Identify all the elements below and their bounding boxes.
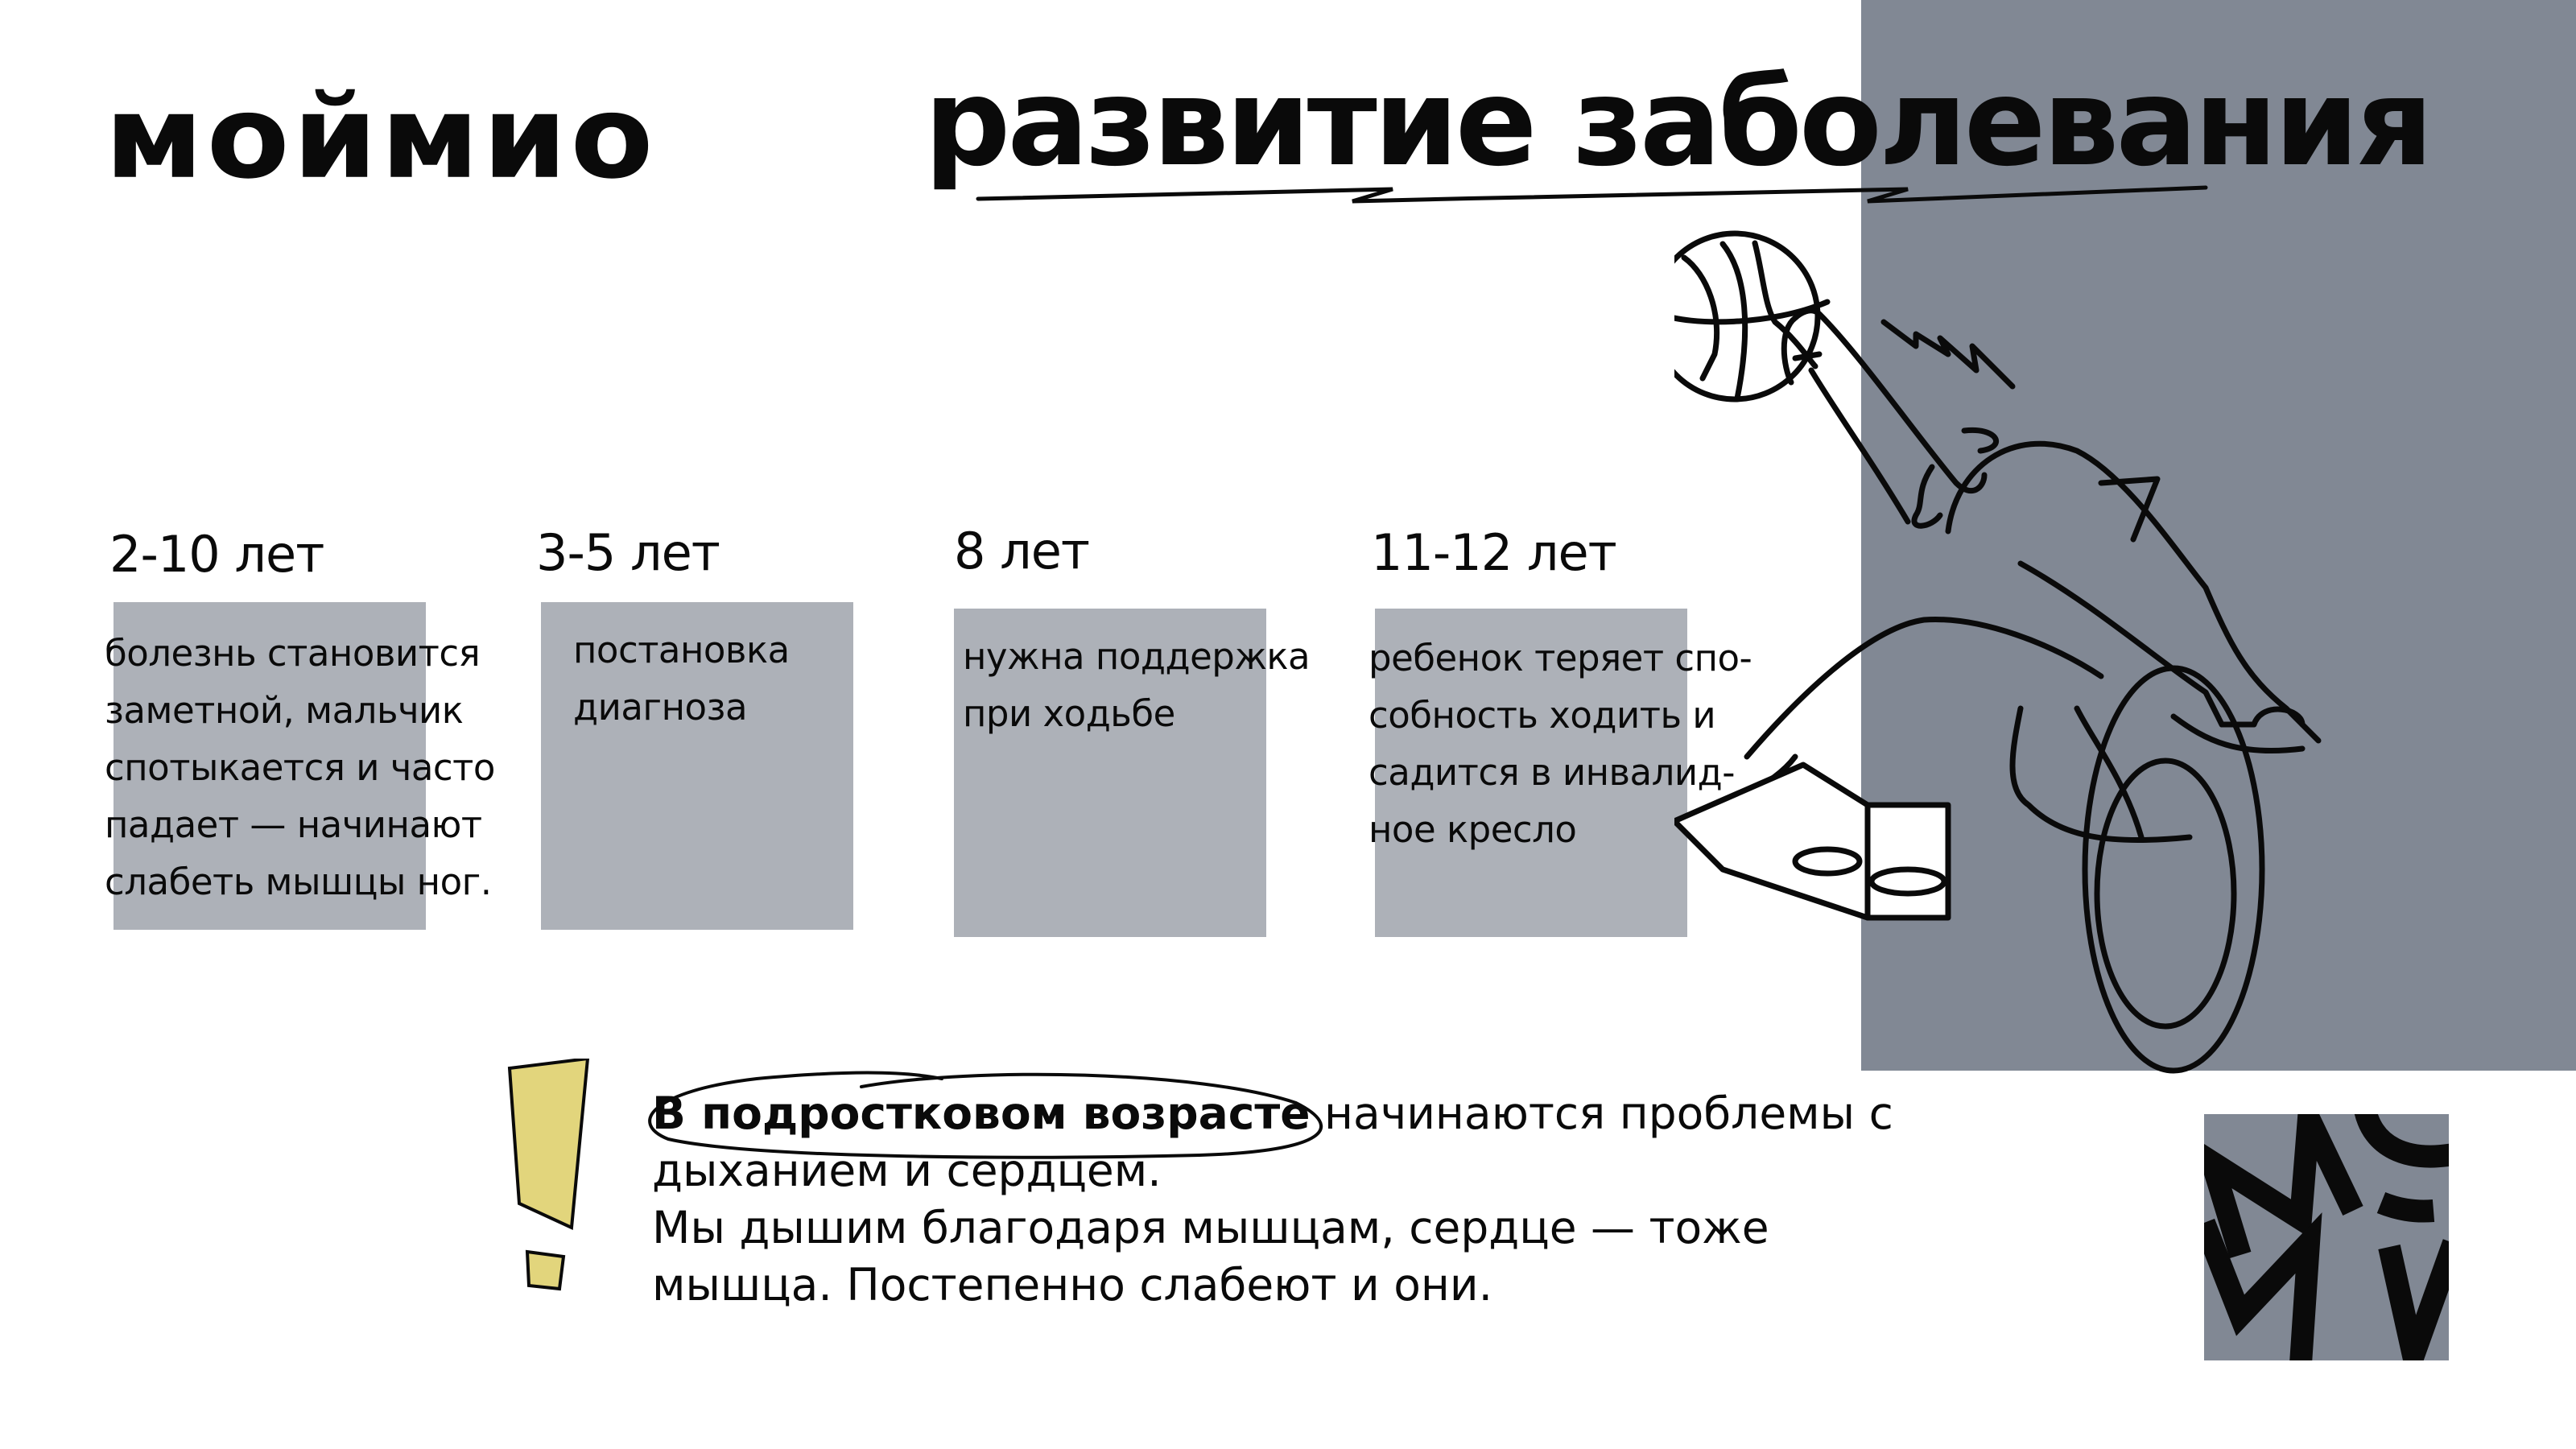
corner-monogram-logo (2204, 1114, 2449, 1360)
note-line-1: В подростковом возрасте начинаются пробл… (652, 1085, 2021, 1142)
timeline-desc-4: ребенок теряет спо- собность ходить и са… (1368, 637, 1752, 851)
timeline-age-2: 3-5 лет (536, 523, 720, 582)
exclamation-icon (507, 1059, 590, 1291)
page-title: развитие заболевания (924, 53, 2434, 193)
note-line-3: Мы дышим благодаря мышцам, сердце — тоже (652, 1202, 1769, 1253)
timeline-age-3: 8 лет (954, 522, 1090, 580)
highlight-circle-scribble (648, 1071, 1323, 1159)
timeline-desc-3: нужна поддержка при ходьбе (963, 635, 1311, 735)
timeline-box-1 (114, 602, 426, 930)
brand-logo: моймио (105, 71, 657, 204)
timeline-box-4 (1375, 609, 1687, 937)
note-paragraph: В подростковом возрасте начинаются пробл… (652, 1085, 2021, 1314)
mymio-monogram-icon (2204, 1114, 2449, 1360)
timeline-age-4: 11-12 лет (1371, 523, 1617, 582)
timeline-box-2 (541, 602, 853, 930)
note-line-4: мышца. Постепенно слабеют и они. (652, 1259, 1493, 1311)
timeline-desc-1: болезнь становится заметной, мальчик спо… (105, 632, 495, 903)
timeline-box-3 (954, 609, 1266, 937)
timeline-age-1: 2-10 лет (109, 525, 324, 584)
note-line-2: дыханием и сердцем. (652, 1145, 1162, 1196)
wheel-icon (2082, 665, 2265, 1074)
wheelchair-basketball-illustration (1674, 230, 2322, 1074)
gray-background-panel (1861, 0, 2576, 1071)
note-line-1-rest: начинаются проблемы с (1310, 1088, 1893, 1139)
title-underline-scribble (976, 185, 2208, 204)
timeline-desc-2: постановка диагноза (573, 629, 790, 729)
note-highlight: В подростковом возрасте (652, 1088, 1311, 1139)
